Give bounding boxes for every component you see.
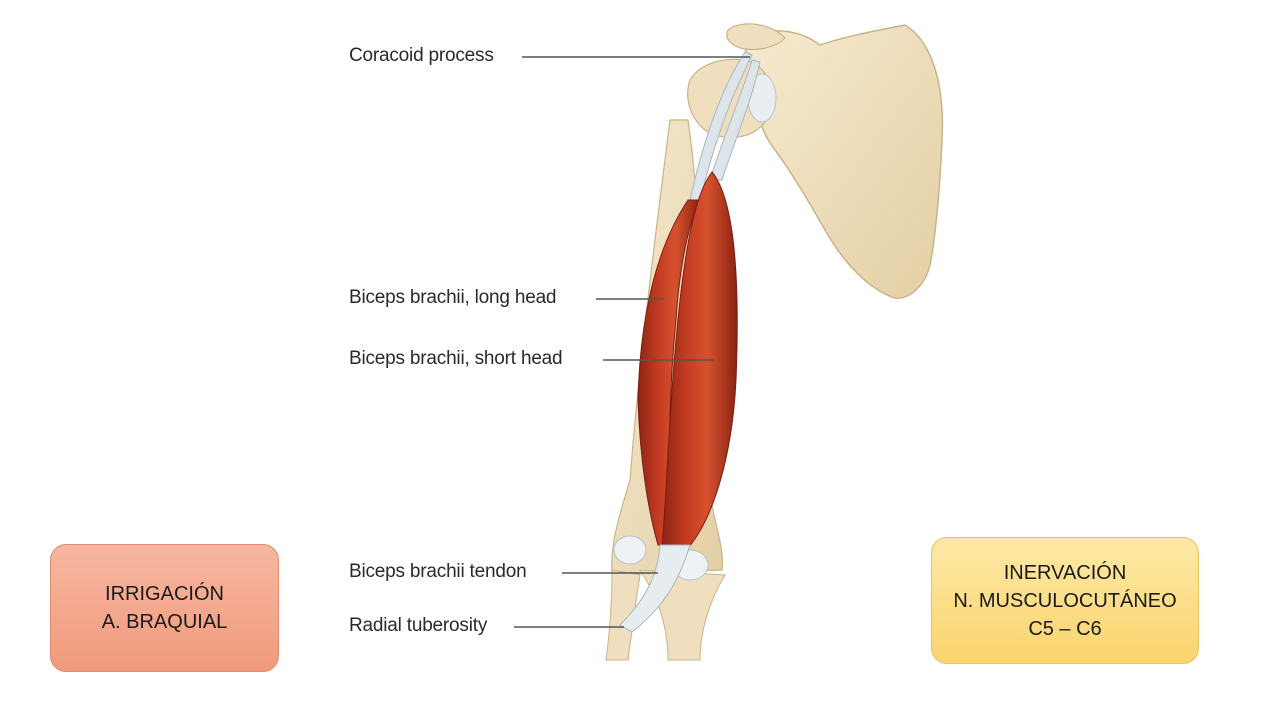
irrigation-title: IRRIGACIÓN — [105, 583, 224, 605]
radius — [605, 569, 641, 661]
innervation-title: INERVACIÓN — [1003, 561, 1127, 584]
elbow-cartilage-left — [613, 535, 647, 565]
innervation-roots: C5 – C6 — [1028, 617, 1102, 640]
long-head-label: Biceps brachii, long head — [349, 287, 557, 308]
irrigation-artery: A. BRAQUIAL — [101, 611, 228, 633]
distal-tendon — [619, 544, 691, 633]
radial-tuberosity-label: Radial tuberosity — [349, 615, 488, 636]
coracoid-process-label: Coracoid process — [349, 45, 494, 66]
scapula — [744, 24, 944, 299]
innervation-box: INERVACIÓN N. MUSCULOCUTÁNEO C5 – C6 — [931, 537, 1199, 664]
tendon-label: Biceps brachii tendon — [349, 561, 527, 582]
short-head-label: Biceps brachii, short head — [349, 348, 563, 369]
coracoid-tip — [726, 23, 786, 51]
irrigation-box: IRRIGACIÓN A. BRAQUIAL — [50, 544, 279, 672]
innervation-nerve: N. MUSCULOCUTÁNEO — [953, 589, 1177, 612]
